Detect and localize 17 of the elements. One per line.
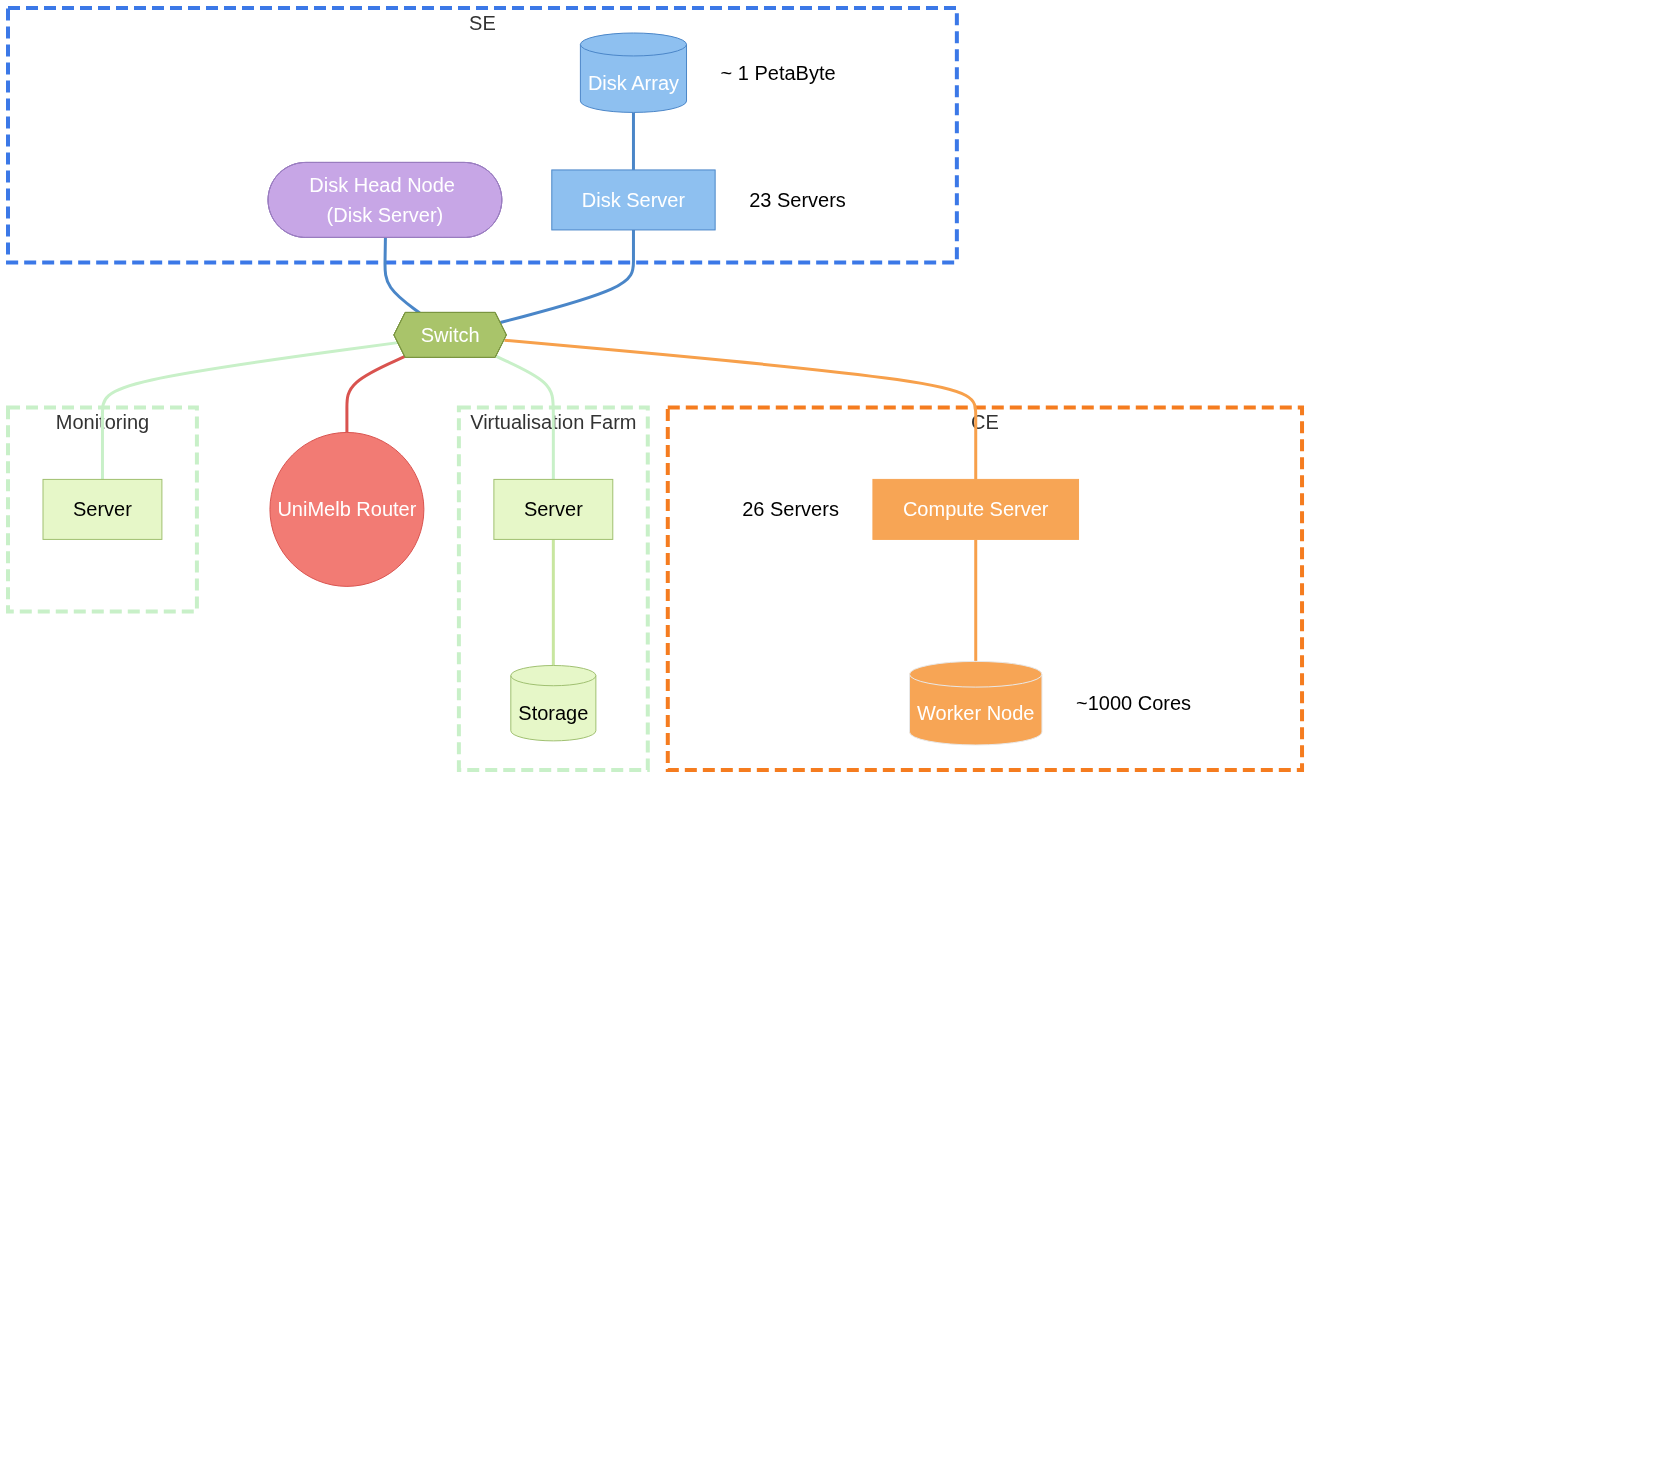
connector	[974, 539, 978, 662]
node-box: Server	[42, 478, 163, 540]
connector	[631, 112, 635, 170]
connector	[345, 355, 406, 433]
node-label: 26 Servers	[742, 498, 839, 521]
connector	[495, 355, 555, 480]
node-circle: UniMelb Router	[269, 431, 425, 587]
connector	[504, 338, 978, 480]
connector	[100, 341, 399, 480]
node-label: ~1000 Cores	[1075, 692, 1192, 715]
connector	[500, 229, 635, 324]
node-box: Disk Server	[551, 169, 716, 231]
node-box: Server	[493, 478, 614, 540]
connector	[551, 539, 555, 666]
node-label: 23 Servers	[749, 188, 846, 211]
node-box: Compute Server	[872, 478, 1080, 540]
node-label: ~ 1 PetaByte	[720, 61, 836, 84]
